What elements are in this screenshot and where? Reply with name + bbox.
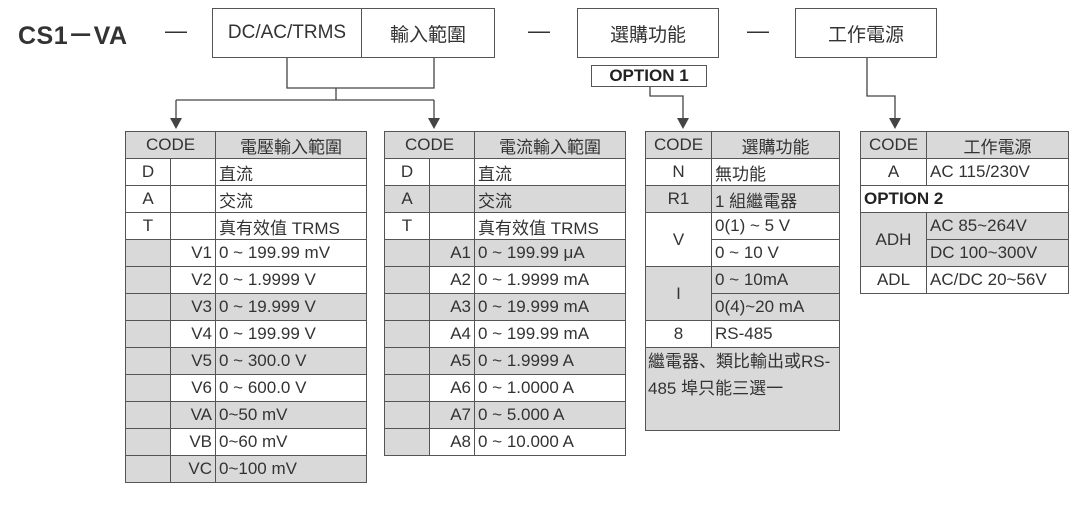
range-code: V4 <box>170 320 216 348</box>
type-label: 直流 <box>474 158 626 186</box>
range-code: A4 <box>429 320 475 348</box>
option-desc: 0 ~ 10mA <box>711 266 840 294</box>
option-code: I <box>645 266 712 321</box>
range-value: 0 ~ 19.999 V <box>215 293 367 321</box>
range-value: 0 ~ 199.99 μA <box>474 239 626 267</box>
range-code: V6 <box>170 374 216 402</box>
option-code: R1 <box>645 185 712 213</box>
range-value: 0 ~ 1.9999 A <box>474 347 626 375</box>
range-value: 0~50 mV <box>215 401 367 429</box>
header-code: CODE <box>860 131 927 159</box>
type-code: A <box>125 185 171 213</box>
type-label: 真有效值 TRMS <box>474 212 626 240</box>
range-code: A6 <box>429 374 475 402</box>
type-label: 直流 <box>215 158 367 186</box>
header-title: 電壓輸入範圍 <box>215 131 367 159</box>
range-code: VA <box>170 401 216 429</box>
header-title: 電流輸入範圍 <box>474 131 626 159</box>
power-desc: DC 100~300V <box>926 239 1069 267</box>
range-value: 0 ~ 1.0000 A <box>474 374 626 402</box>
option-desc: 0(4)~20 mA <box>711 293 840 321</box>
box-option: 選購功能 <box>577 8 719 58</box>
power-desc: AC/DC 20~56V <box>926 266 1069 294</box>
range-value: 0 ~ 19.999 mA <box>474 293 626 321</box>
power-code: A <box>860 158 927 186</box>
range-code: A8 <box>429 428 475 456</box>
option-code: 8 <box>645 320 712 348</box>
range-value: 0 ~ 600.0 V <box>215 374 367 402</box>
option1-tag: OPTION 1 <box>591 65 707 87</box>
type-code: A <box>384 185 430 213</box>
dash-1: — <box>165 18 187 43</box>
option-desc: 1 組繼電器 <box>711 185 840 213</box>
option2-tag: OPTION 2 <box>860 185 1069 213</box>
range-code: A2 <box>429 266 475 294</box>
option-desc: RS-485 <box>711 320 840 348</box>
header-code: CODE <box>384 131 475 159</box>
type-label: 交流 <box>215 185 367 213</box>
power-code: ADL <box>860 266 927 294</box>
range-value: 0 ~ 10.000 A <box>474 428 626 456</box>
range-code: V1 <box>170 239 216 267</box>
range-code: V3 <box>170 293 216 321</box>
box-input-range: 輸入範圍 <box>361 8 495 58</box>
range-code: A3 <box>429 293 475 321</box>
option-desc: 0(1) ~ 5 V <box>711 212 840 240</box>
type-label: 真有效值 TRMS <box>215 212 367 240</box>
connector-lines <box>170 58 901 129</box>
range-value: 0 ~ 300.0 V <box>215 347 367 375</box>
range-code: VC <box>170 455 216 483</box>
header-title: 工作電源 <box>926 131 1069 159</box>
option-code: V <box>645 212 712 267</box>
dash-3: — <box>747 18 769 43</box>
box-input-type: DC/AC/TRMS <box>212 8 362 58</box>
power-code: ADH <box>860 212 927 267</box>
model-number: CS1－VA <box>18 22 128 50</box>
range-value: 0 ~ 199.99 mV <box>215 239 367 267</box>
type-code: T <box>125 212 171 240</box>
range-code: A5 <box>429 347 475 375</box>
type-code: T <box>384 212 430 240</box>
box-power: 工作電源 <box>795 8 937 58</box>
type-code: D <box>125 158 171 186</box>
header-code: CODE <box>645 131 712 159</box>
range-value: 0~60 mV <box>215 428 367 456</box>
header-code: CODE <box>125 131 216 159</box>
range-code: V5 <box>170 347 216 375</box>
range-code: VB <box>170 428 216 456</box>
option-note: 繼電器、類比輸出或RS-485 埠只能三選一 <box>645 347 840 431</box>
dash-2: — <box>528 18 550 43</box>
range-value: 0 ~ 199.99 mA <box>474 320 626 348</box>
power-desc: AC 115/230V <box>926 158 1069 186</box>
option-desc: 無功能 <box>711 158 840 186</box>
range-value: 0~100 mV <box>215 455 367 483</box>
range-value: 0 ~ 1.9999 mA <box>474 266 626 294</box>
range-code: A7 <box>429 401 475 429</box>
range-code: V2 <box>170 266 216 294</box>
option-desc: 0 ~ 10 V <box>711 239 840 267</box>
range-value: 0 ~ 5.000 A <box>474 401 626 429</box>
option-code: N <box>645 158 712 186</box>
type-code: D <box>384 158 430 186</box>
range-code: A1 <box>429 239 475 267</box>
header-title: 選購功能 <box>711 131 840 159</box>
type-label: 交流 <box>474 185 626 213</box>
power-desc: AC 85~264V <box>926 212 1069 240</box>
range-value: 0 ~ 199.99 V <box>215 320 367 348</box>
range-value: 0 ~ 1.9999 V <box>215 266 367 294</box>
